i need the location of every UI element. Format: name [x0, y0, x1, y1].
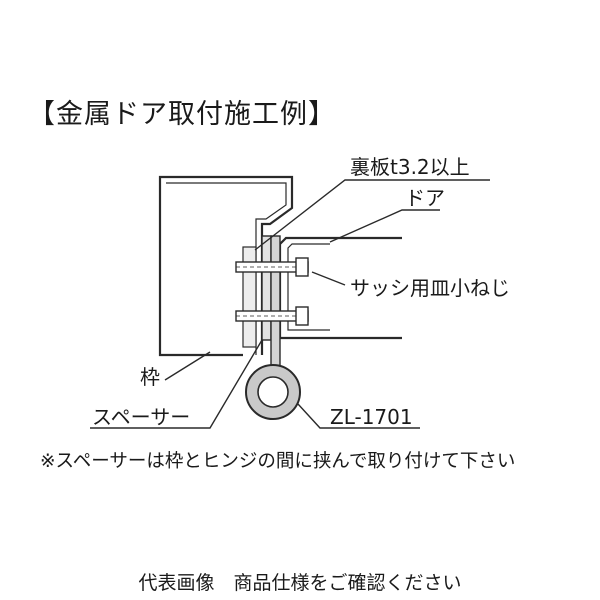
label-screw: サッシ用皿小ねじ: [350, 276, 510, 300]
frame-profile: [158, 175, 294, 357]
label-model: ZL-1701: [330, 405, 413, 429]
leader-door: [329, 209, 440, 243]
label-spacer: スペーサー: [92, 405, 190, 429]
installation-note: ※スペーサーは枠とヒンジの間に挟んで取り付けて下さい: [40, 451, 516, 472]
label-frame: 枠: [140, 365, 160, 389]
spacer: [261, 235, 272, 341]
hinge-leaf: [270, 235, 281, 369]
leader-back-plate: [254, 179, 490, 251]
label-back-plate: 裏板t3.2以上: [350, 155, 470, 179]
frame-inner-line: [166, 182, 287, 355]
leader-screw: [311, 271, 346, 286]
diagram-title: 【金属ドア取付施工例】: [28, 99, 336, 130]
hinge-knuckle-inner: [257, 376, 289, 408]
screw-upper: [235, 257, 309, 277]
label-door: ドア: [405, 186, 445, 210]
leader-model: [297, 403, 420, 429]
leader-frame: [164, 351, 211, 381]
screw-lower: [235, 306, 309, 326]
representative-image-caption: 代表画像 商品仕様をご確認ください: [138, 572, 462, 594]
door-inner-line: [287, 243, 330, 331]
leader-spacer: [90, 339, 263, 429]
